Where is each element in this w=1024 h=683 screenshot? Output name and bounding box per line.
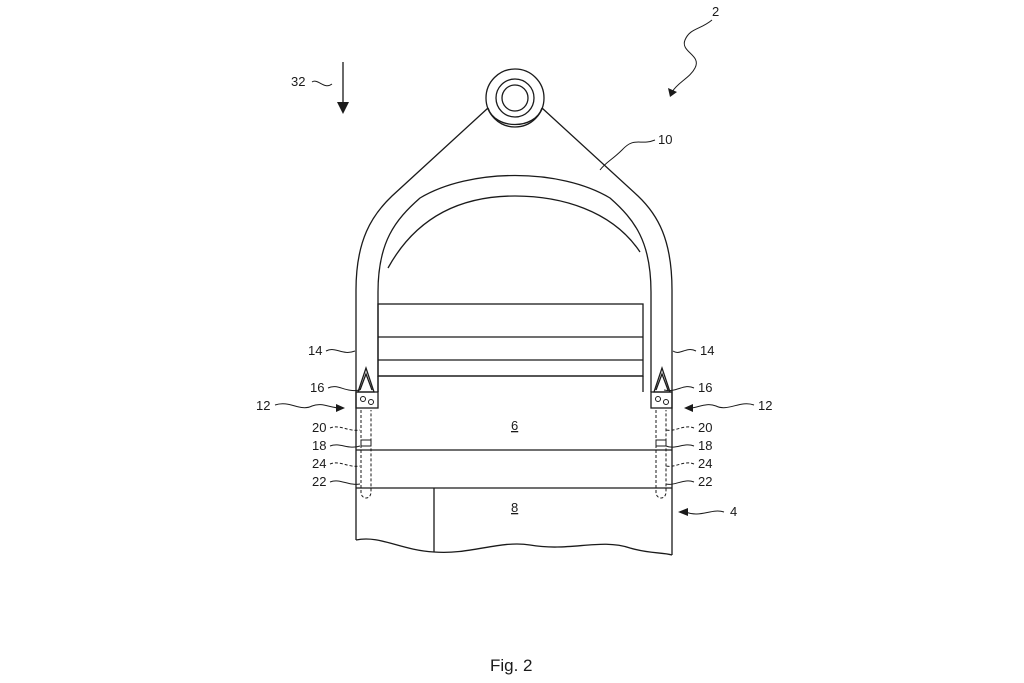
body-housing (355, 376, 673, 556)
ref-label-18-left: 18 (312, 438, 326, 453)
hanger-bail (355, 68, 673, 392)
ref-label-14-right: 14 (700, 343, 714, 358)
ref-label-32: 32 (291, 74, 305, 89)
ref-label-2: 2 (712, 4, 719, 19)
reference-2-arrow (668, 19, 713, 97)
ref-label-24-right: 24 (698, 456, 712, 471)
reference-12-right-arrow (684, 403, 755, 412)
right-lock (650, 365, 673, 499)
figure-caption: Fig. 2 (490, 656, 533, 675)
ref-label-18-right: 18 (698, 438, 712, 453)
leader-lines (325, 139, 725, 516)
ref-label-8: 8 (511, 500, 518, 515)
ref-label-20-left: 20 (312, 420, 326, 435)
ref-label-22-left: 22 (312, 474, 326, 489)
ref-label-10: 10 (658, 132, 672, 147)
ref-label-20-right: 20 (698, 420, 712, 435)
ref-label-6: 6 (511, 418, 518, 433)
ref-label-12-right: 12 (758, 398, 772, 413)
ref-label-22-right: 22 (698, 474, 712, 489)
ref-label-14-left: 14 (308, 343, 322, 358)
direction-arrow-32 (311, 62, 349, 114)
ref-label-16-right: 16 (698, 380, 712, 395)
layer-stack (377, 303, 644, 377)
ref-label-12-left: 12 (256, 398, 270, 413)
ref-label-24-left: 24 (312, 456, 326, 471)
left-lock (355, 365, 379, 499)
ref-label-4: 4 (730, 504, 737, 519)
reference-12-left-arrow (274, 403, 345, 412)
ref-label-16-left: 16 (310, 380, 324, 395)
